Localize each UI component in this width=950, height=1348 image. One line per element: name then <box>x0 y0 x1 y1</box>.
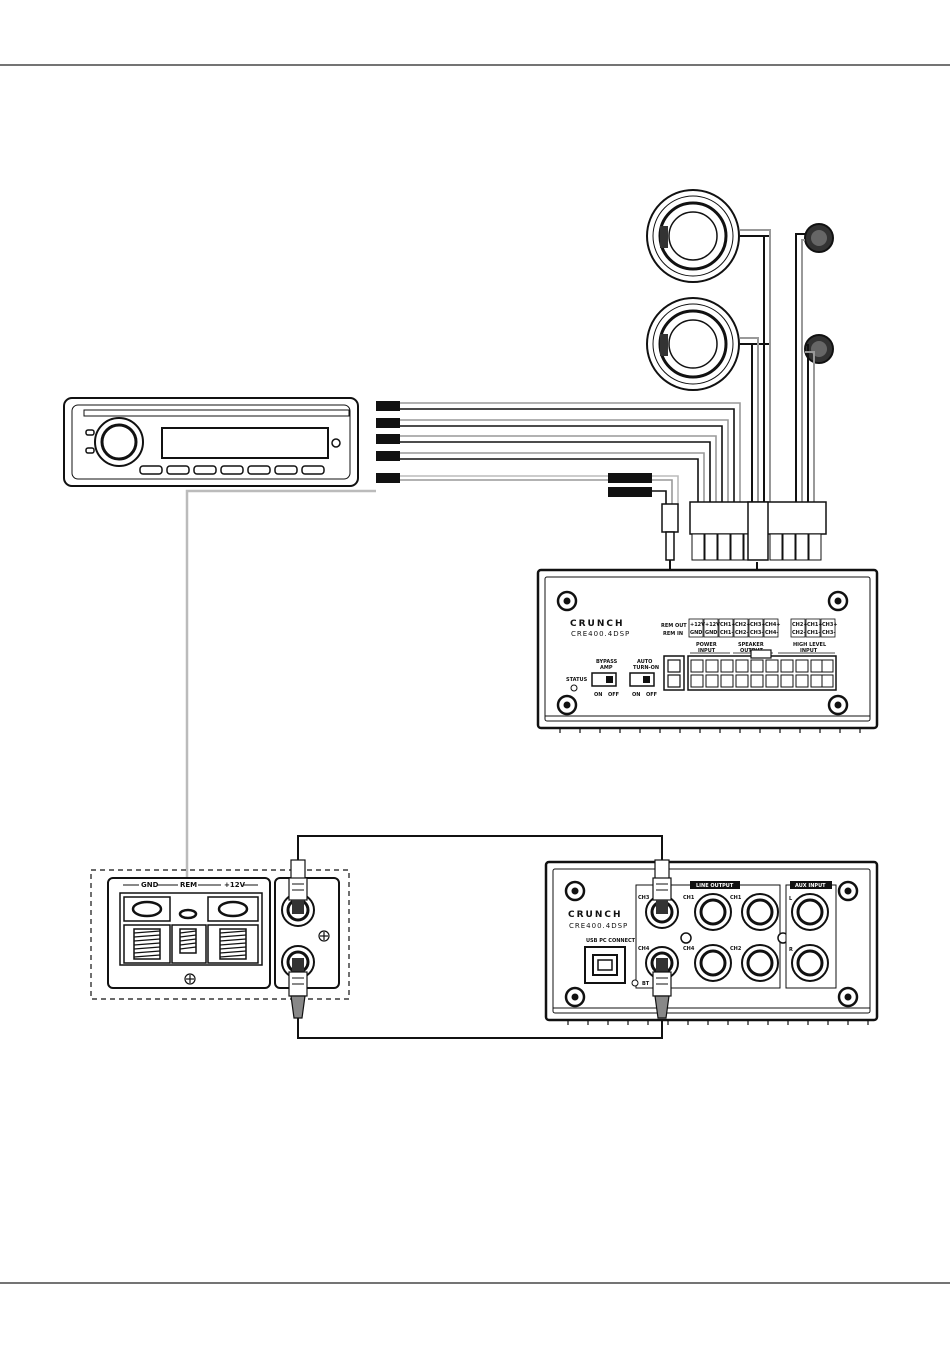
ch4b-label: CH4 <box>683 946 695 952</box>
amp-bottom-brand: CRUNCH <box>568 910 623 920</box>
power-input-label-2: INPUT <box>698 648 716 654</box>
power-block: GND REM +12V <box>90 869 350 1000</box>
amplifier-bottom: CRUNCH CRE400.4DSP USB PC CONNECT LINE O… <box>544 860 879 1025</box>
status-label: STATUS <box>566 677 588 683</box>
speaker-wires <box>740 229 815 505</box>
auto-on: ON <box>632 692 640 698</box>
auto-turn-on-label-2: TURN-ON <box>633 665 659 671</box>
terminal-bottom-1: GND <box>690 630 702 636</box>
ch1-label: CH1 <box>683 895 695 901</box>
rca-cables <box>297 835 663 1039</box>
rca-plug-left-bottom <box>288 958 308 1019</box>
aux-right-label: R <box>789 947 793 953</box>
aux-left-label: L <box>789 896 793 902</box>
terminal-bottom-9: CH3- <box>822 630 835 636</box>
terminal-top-1: +12V <box>690 622 705 628</box>
auto-turn-on-switch[interactable] <box>629 672 655 687</box>
terminal-bottom-6: CH4- <box>765 630 778 636</box>
plus12v-label: +12V <box>224 881 246 889</box>
head-unit-wires <box>400 402 741 505</box>
rem-wire <box>185 489 376 905</box>
tweeter-lower <box>804 334 834 364</box>
terminal-top-6: CH4+ <box>765 622 781 628</box>
rem-in-label: REM IN <box>663 631 683 637</box>
bypass-label-2: AMP <box>600 665 613 671</box>
speaker-output-label-1: SPEAKER <box>738 642 764 648</box>
rem-out-label: REM OUT <box>661 623 687 629</box>
rca-plug-right-top <box>652 859 672 914</box>
main-socket <box>687 649 837 691</box>
amp-top-model: CRE400.4DSP <box>571 630 630 638</box>
terminal-top-2: +12V <box>705 622 720 628</box>
terminal-bottom-3: CH1- <box>720 630 733 636</box>
usb-label: USB PC CONNECT <box>586 938 636 944</box>
terminal-bottom-8: CH1- <box>807 630 820 636</box>
ch2-label: CH2 <box>730 946 742 952</box>
bt-label: BT <box>642 981 650 987</box>
aux-input-label: AUX INPUT <box>795 883 826 889</box>
terminal-bottom-5: CH3- <box>750 630 763 636</box>
terminal-top-5: CH3+ <box>750 622 766 628</box>
head-unit <box>63 397 359 487</box>
bypass-on: ON <box>594 692 602 698</box>
tweeter-upper <box>804 223 834 253</box>
terminal-top-7: CH2+ <box>792 622 808 628</box>
head-unit-plugs <box>376 401 652 497</box>
terminal-bottom-7: CH2- <box>792 630 805 636</box>
main-harness-plug <box>689 501 827 561</box>
terminal-top-4: CH2+ <box>735 622 751 628</box>
ch3-label: CH3 <box>638 895 650 901</box>
terminal-bottom-4: CH2- <box>735 630 748 636</box>
terminal-top-8: CH1+ <box>807 622 823 628</box>
speaker-lower <box>646 297 770 391</box>
power-input-label-1: POWER <box>696 642 717 648</box>
rem-plug <box>661 503 679 561</box>
amp-top-brand: CRUNCH <box>570 619 625 629</box>
speaker-upper <box>646 189 770 283</box>
amp-bottom-model: CRE400.4DSP <box>569 922 628 930</box>
auto-turn-on-label-1: AUTO <box>637 659 652 665</box>
bypass-off: OFF <box>608 692 619 698</box>
auto-off: OFF <box>646 692 657 698</box>
terminal-top-9: CH3+ <box>822 622 838 628</box>
line-output-label: LINE OUTPUT <box>696 883 734 889</box>
terminal-bottom-2: GND <box>705 630 717 636</box>
gnd-label: GND <box>141 881 159 889</box>
high-level-label-2: INPUT <box>800 648 818 654</box>
rca-plug-right-bottom <box>652 958 672 1019</box>
ch4-label: CH4 <box>638 946 650 952</box>
high-level-label-1: HIGH LEVEL <box>793 642 827 648</box>
status-led <box>570 684 578 692</box>
rem-label: REM <box>180 881 197 889</box>
ch1b-label: CH1 <box>730 895 742 901</box>
terminal-top-3: CH1+ <box>720 622 736 628</box>
amplifier-top: CRUNCH CRE400.4DSP REM OUT REM IN +12V +… <box>536 568 879 733</box>
bypass-label-1: BYPASS <box>596 659 618 665</box>
